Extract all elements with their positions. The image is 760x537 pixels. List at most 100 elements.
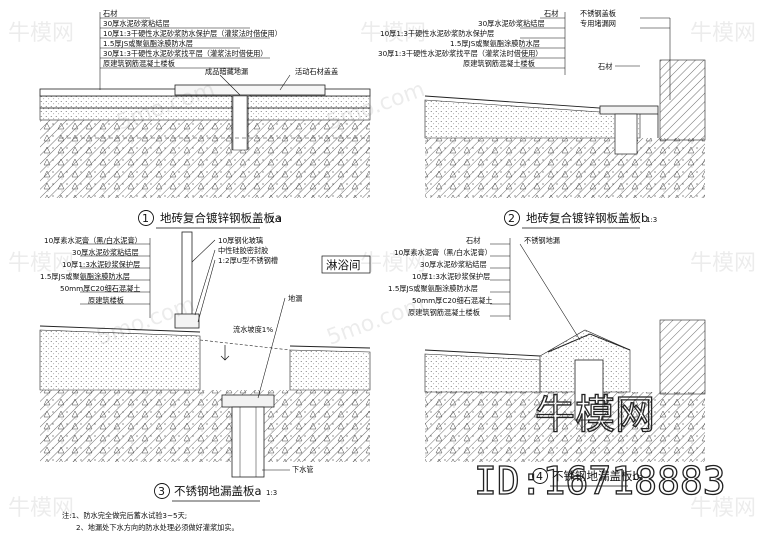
detail-2-cover-plate (599, 105, 659, 115)
watermark-id-text: ID:16718883 (474, 459, 726, 503)
detail-4-label-3: 10厚1:3水泥砂浆保护层 (412, 272, 490, 281)
detail-2-title-block: 2 地砖复合镀锌钢板盖板b 1:3 (504, 210, 657, 229)
note-line-2: 2、地漏处下水方向的防水处理必须做好灌浆加实。 (76, 523, 239, 532)
detail-3-leaders (80, 238, 290, 471)
detail-4-label-2: 30厚水泥砂浆粘结层 (420, 260, 487, 269)
detail-2-right-label-0: 不锈钢盖板 (580, 9, 616, 18)
detail-3-drain-cover (221, 394, 275, 408)
watermark-logo: 牛模网 ID:16718883 (473, 391, 726, 503)
detail-3-label-2: 10厚1:3水泥砂浆保护层 (62, 260, 140, 269)
detail-1-leaders (99, 12, 291, 96)
detail-1-title: 地砖复合镀锌钢板盖板a (160, 211, 282, 225)
svg-text:牛模网: 牛模网 (690, 21, 756, 46)
detail-2-label-3: 1.5厚JS或聚氨酯涂膜防水层 (450, 39, 540, 48)
detail-2-side-label: 石材 (598, 62, 612, 71)
detail-4-drain-body (574, 359, 604, 421)
detail-1-drain-pipe (232, 95, 248, 151)
detail-4-label-6: 原建筑钢筋混凝土楼板 (408, 308, 480, 317)
detail-2-label-2: 10厚1:3干硬性水泥砂浆防水保护层 (380, 29, 494, 38)
detail-3-slope-label: 流水坡度1% (233, 325, 273, 334)
detail-3-u-channel (174, 313, 200, 329)
detail-4-label-5: 50mm厚C20细石混凝土 (412, 296, 492, 305)
detail-3-right-label-1: 中性硅胶密封胶 (218, 246, 268, 255)
detail-1-label-2: 10厚1:3干硬性水泥砂浆防水保护层（灌浆法时借使用） (103, 29, 282, 38)
detail-3-section (39, 231, 371, 478)
detail-2-label-1: 30厚水泥砂浆粘结层 (478, 19, 545, 28)
detail-4-number: 4 (536, 470, 543, 483)
svg-text:牛模网: 牛模网 (8, 251, 74, 276)
detail-1-label-1: 30厚水泥砂浆粘结层 (103, 19, 170, 28)
detail-1-scale: 1:3 (270, 216, 281, 224)
detail-4-label-0: 石材 (466, 236, 480, 245)
detail-4-label-4: 1.5厚JS或聚氨酯涂膜防水层 (388, 284, 478, 293)
svg-text:牛模网: 牛模网 (360, 251, 426, 276)
detail-3-room-tag-box (321, 255, 371, 274)
detail-4-scale: 1:3 (632, 474, 643, 482)
detail-4-screed (424, 353, 541, 393)
detail-3-labels: 10厚素水泥膏（黑/白水泥膏） 30厚水泥砂浆粘结层 10厚1:3水泥砂浆保护层… (40, 236, 371, 474)
detail-2-label-0: 石材 (544, 9, 558, 18)
detail-4-right-label: 不锈钢地漏 (524, 236, 560, 245)
svg-text:牛模网: 牛模网 (8, 21, 74, 46)
detail-1-labels: 石材 30厚水泥砂浆粘结层 10厚1:3干硬性水泥砂浆防水保护层（灌浆法时借使用… (103, 9, 338, 76)
detail-3-room-label: 淋浴间 (326, 258, 361, 272)
svg-text:牛模网: 牛模网 (690, 251, 756, 276)
detail-4-labels: 石材 10厚素水泥膏（黑/白水泥膏） 30厚水泥砂浆粘结层 10厚1:3水泥砂浆… (388, 236, 560, 317)
detail-3-drain-pipe (231, 406, 265, 478)
detail-4-wall (659, 319, 706, 395)
detail-3-screed-right (289, 349, 371, 391)
detail-2-scale: 1:3 (646, 216, 657, 224)
svg-text:5mo.com: 5mo.com (324, 77, 429, 136)
detail-2-number: 2 (508, 212, 515, 225)
detail-2-label-5: 原建筑钢筋混凝土楼板 (463, 59, 535, 68)
detail-3-label-3: 1.5厚JS或聚氨酯涂膜防水层 (40, 272, 130, 281)
detail-1-callout-cover: 活动石材盖盖 (295, 67, 338, 76)
detail-1-section (39, 84, 371, 198)
detail-3-title-block: 3 不锈钢地漏盖板a 1:3 (154, 483, 277, 502)
detail-1-screed (39, 107, 371, 121)
detail-3-right-label-2: 1:2厚U型不锈钢槽 (218, 256, 278, 265)
detail-1-cover-plate (174, 84, 326, 96)
general-notes: 注:1、防水完全做完后蓄水试验3~5天; 2、地漏处下水方向的防水处理必须做好灌… (62, 511, 239, 532)
detail-1-number-circle (138, 210, 154, 226)
detail-3-pipe-label: 下水管 (292, 465, 314, 474)
detail-1-callout-drain: 成品暗藏地漏 (205, 67, 248, 76)
detail-4-label-1: 10厚素水泥膏（黑/白水泥膏） (394, 248, 492, 257)
note-line-1: 注:1、防水完全做完后蓄水试验3~5天; (62, 511, 187, 520)
svg-text:牛模网: 牛模网 (360, 21, 426, 46)
detail-3-screed-left (39, 329, 201, 391)
detail-1-label-3: 1.5厚JS或聚氨酯涂膜防水层 (103, 39, 193, 48)
detail-2-labels: 石材 30厚水泥砂浆粘结层 10厚1:3干硬性水泥砂浆防水保护层 1.5厚JS或… (378, 9, 616, 71)
detail-2-title: 地砖复合镀锌钢板盖板b (526, 211, 648, 225)
detail-2-section (424, 59, 706, 198)
svg-text:牛模网: 牛模网 (690, 496, 756, 521)
detail-2-label-4: 30厚1:3干硬性水泥砂浆找平层（灌浆法时借使用） (378, 49, 542, 58)
detail-2-drain-body (614, 113, 638, 155)
detail-2-right-label-1: 专用堵漏网 (580, 19, 616, 28)
detail-3-number-circle (154, 483, 170, 499)
svg-text:5mo.com: 5mo.com (324, 292, 429, 351)
detail-2-mortar (424, 99, 641, 139)
detail-3-right-label-0: 10厚钢化玻璃 (218, 236, 263, 245)
detail-1-label-4: 30厚1:3干硬性水泥砂浆找平层（灌浆法时借使用） (103, 49, 267, 58)
detail-3-title: 不锈钢地漏盖板a (174, 484, 262, 498)
detail-4-title: 不锈钢地漏盖板b (552, 469, 640, 483)
detail-3-scale: 1:3 (266, 489, 277, 497)
detail-4-title-block: 4 不锈钢地漏盖板b 1:3 (532, 468, 643, 487)
detail-3-drain-label: 地漏 (288, 294, 302, 303)
detail-1-label-0: 石材 (103, 9, 117, 18)
detail-4-leaders (490, 238, 581, 341)
detail-2-number-circle (504, 210, 520, 226)
svg-text:牛模网: 牛模网 (8, 496, 74, 521)
detail-3-label-0: 10厚素水泥膏（黑/白水泥膏） (44, 236, 142, 245)
detail-3-label-4: 50mm厚C20细石混凝土 (60, 284, 140, 293)
watermark-brand-text: 牛模网 (535, 392, 655, 438)
detail-3-label-1: 30厚水泥砂浆粘结层 (72, 248, 139, 257)
detail-1-title-block: 1 地砖复合镀锌钢板盖板a 1:3 (138, 210, 282, 229)
detail-3-label-5: 原建筑楼板 (88, 296, 124, 305)
detail-2-leaders (520, 12, 671, 100)
detail-2-wall (659, 59, 706, 141)
detail-1-label-5: 原建筑钢筋混凝土楼板 (103, 59, 175, 68)
detail-4-number-circle (532, 468, 548, 484)
